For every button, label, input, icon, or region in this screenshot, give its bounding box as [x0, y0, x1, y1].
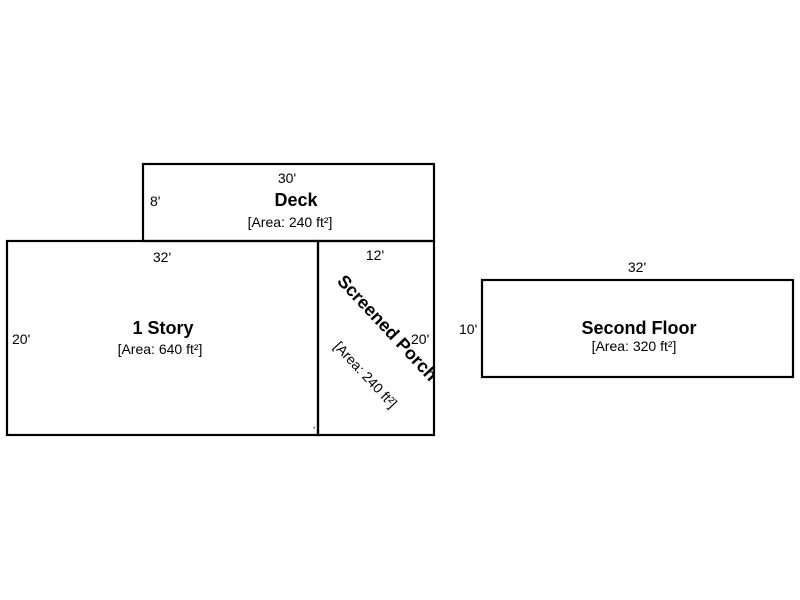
second-floor-room: 32' 10' Second Floor [Area: 320 ft²]: [459, 259, 795, 379]
second-floor-outline: [480, 278, 795, 379]
one-story-width-label: 32': [153, 249, 171, 265]
deck-area: [Area: 240 ft²]: [248, 214, 333, 230]
second-floor-area: [Area: 320 ft²]: [592, 338, 677, 354]
second-floor-name: Second Floor: [581, 318, 696, 338]
one-story-name: 1 Story: [132, 318, 193, 338]
deck-room: 30' 8' Deck [Area: 240 ft²]: [141, 162, 436, 243]
one-story-room: 32' 20' 1 Story [Area: 640 ft²]: [5, 239, 320, 437]
screened-porch-corner-mark: *: [313, 427, 316, 433]
screened-porch-room: 12' 20' Screened Porch [Area: 240 ft²] *: [313, 239, 441, 437]
second-floor-width-label: 32': [628, 259, 646, 275]
one-story-depth-label: 20': [12, 331, 30, 347]
one-story-outline: [5, 239, 320, 437]
screened-porch-outline: [316, 239, 436, 437]
screened-porch-area: [Area: 240 ft²]: [331, 338, 401, 411]
screened-porch-depth-label: 20': [411, 331, 429, 347]
deck-width-label: 30': [278, 170, 296, 186]
screened-porch-width-label: 12': [366, 247, 384, 263]
second-floor-depth-label: 10': [459, 321, 477, 337]
deck-depth-label: 8': [150, 193, 160, 209]
deck-name: Deck: [274, 190, 318, 210]
one-story-area: [Area: 640 ft²]: [118, 341, 203, 357]
